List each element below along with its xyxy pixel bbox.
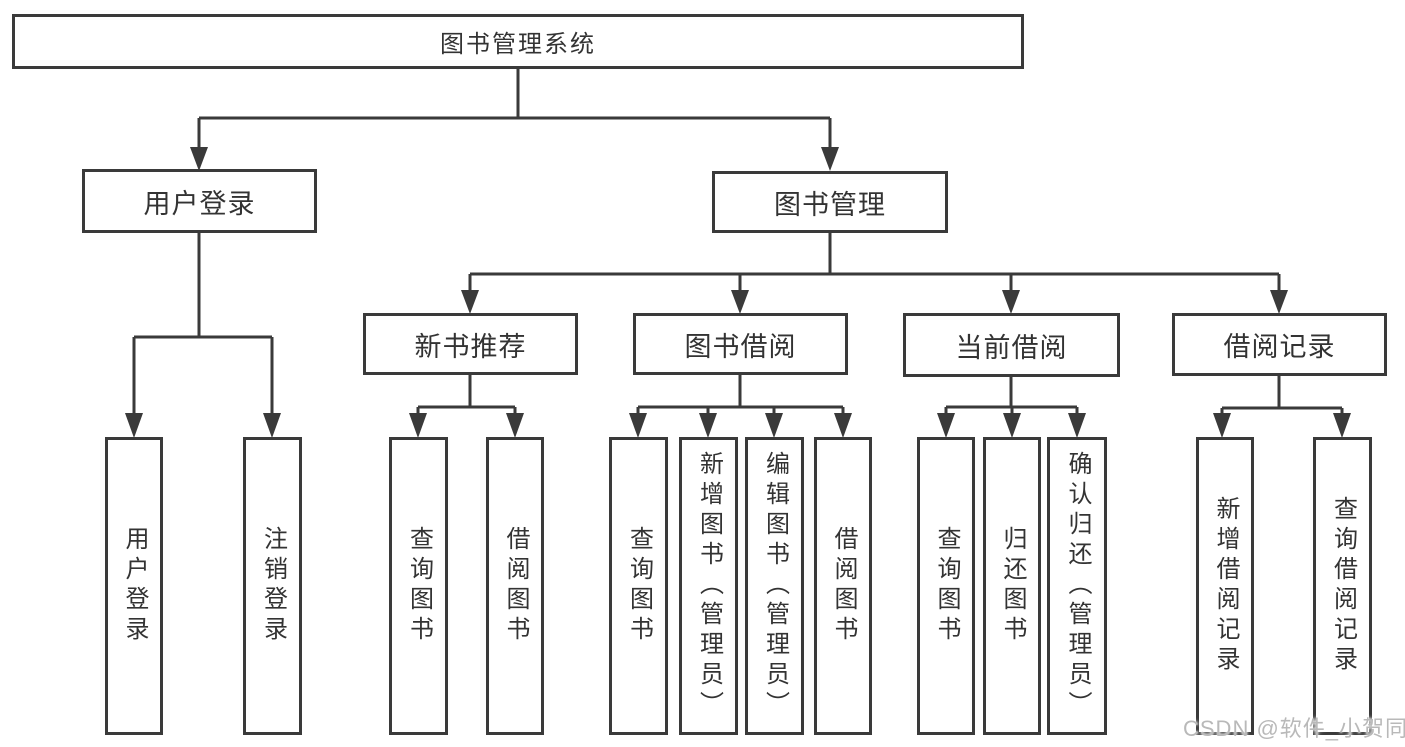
arrowhead xyxy=(699,413,717,438)
leaf-add-borrow-record: 新增借阅记录 xyxy=(1196,437,1254,735)
node-book-management: 图书管理 xyxy=(712,171,948,233)
connector-borrow-records xyxy=(1220,374,1344,416)
arrowhead xyxy=(125,413,143,438)
arrowhead xyxy=(821,147,839,171)
arrowhead xyxy=(506,413,524,438)
connector-user-login xyxy=(132,231,274,416)
arrowhead xyxy=(409,413,427,438)
connector-root xyxy=(197,67,832,150)
watermark: CSDN @软件_小贺同学 xyxy=(1183,716,1405,741)
arrowhead xyxy=(765,413,783,438)
leaf-edit-book-admin: 编辑图书（管理员） xyxy=(745,437,804,735)
arrowhead xyxy=(1002,290,1020,314)
leaf-borrow-book-2: 借阅图书 xyxy=(814,437,872,735)
connector-book-borrow xyxy=(636,373,845,416)
arrowhead xyxy=(1213,413,1231,438)
arrowhead xyxy=(731,290,749,314)
leaf-query-book-2: 查询图书 xyxy=(609,437,668,735)
arrowhead xyxy=(629,413,647,438)
node-borrow-records: 借阅记录 xyxy=(1172,313,1387,376)
leaf-logout: 注销登录 xyxy=(243,437,302,735)
leaf-add-book-admin: 新增图书（管理员） xyxy=(679,437,738,735)
leaf-borrow-book-1: 借阅图书 xyxy=(486,437,544,735)
node-new-book-recommend: 新书推荐 xyxy=(363,313,578,375)
arrowhead xyxy=(1333,413,1351,438)
arrowhead xyxy=(461,290,479,314)
arrowhead xyxy=(263,413,281,438)
arrowhead xyxy=(1003,413,1021,438)
node-current-borrow: 当前借阅 xyxy=(903,313,1120,377)
arrowhead xyxy=(1068,413,1086,438)
leaf-query-book-3: 查询图书 xyxy=(917,437,975,735)
arrowhead xyxy=(190,147,208,171)
leaf-query-book-1: 查询图书 xyxy=(389,437,448,735)
arrowhead xyxy=(937,413,955,438)
arrowhead xyxy=(1270,290,1288,314)
connector-current-borrow xyxy=(944,375,1079,416)
node-root: 图书管理系统 xyxy=(12,14,1024,69)
leaf-user-login: 用户登录 xyxy=(105,437,163,735)
connector-book-management xyxy=(468,231,1281,292)
connector-new-book xyxy=(416,373,517,416)
leaf-confirm-return-admin: 确认归还（管理员） xyxy=(1047,437,1107,735)
arrowhead xyxy=(834,413,852,438)
node-book-borrow: 图书借阅 xyxy=(633,313,848,375)
node-user-login: 用户登录 xyxy=(82,169,317,233)
leaf-query-borrow-record: 查询借阅记录 xyxy=(1313,437,1372,735)
leaf-return-book: 归还图书 xyxy=(983,437,1041,735)
